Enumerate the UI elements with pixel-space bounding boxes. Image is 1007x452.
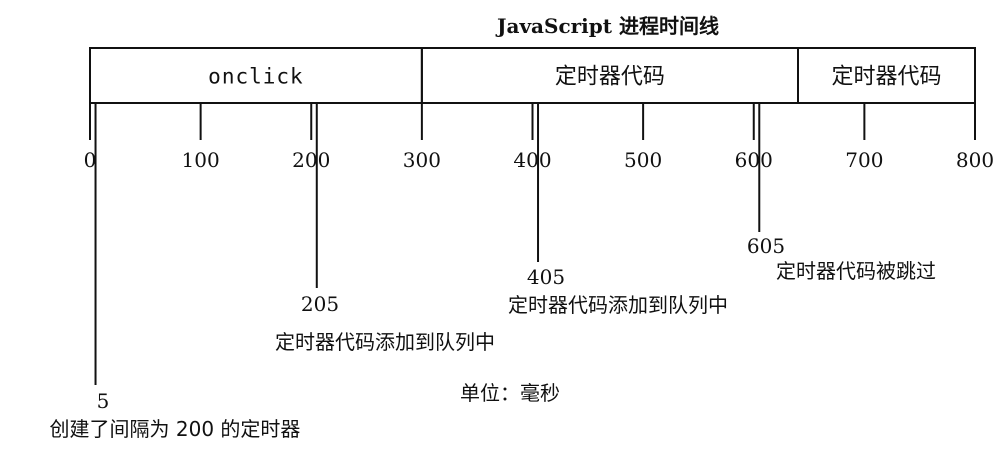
timeline-events: 5 创建了间隔为 200 的定时器 205 定时器代码添加到队列中 405 定时器代码添加…	[50, 103, 936, 441]
axis-tick-label-400: 400	[513, 148, 551, 172]
event-time-label-605: 605	[747, 234, 785, 258]
axis-tick-label-500: 500	[624, 148, 662, 172]
event-description-405: 定时器代码添加到队列中	[508, 293, 728, 317]
timeline-segment-label-2: 定时器代码	[555, 65, 665, 90]
diagram-title: JavaScript 进程时间线	[495, 14, 719, 38]
axis-tick-label-600: 600	[735, 148, 773, 172]
unit-label: 单位：毫秒	[460, 381, 560, 405]
timeline-segment-3	[797, 47, 976, 104]
axis-tick-label-300: 300	[403, 148, 441, 172]
event-description-205: 定时器代码添加到队列中	[275, 330, 495, 354]
event-time-label-5: 5	[97, 389, 110, 413]
axis-tick-label-200: 200	[292, 148, 330, 172]
event-time-label-405: 405	[527, 265, 565, 289]
process-timeline-bar: onclick 定时器代码 定时器代码	[89, 47, 976, 104]
axis-tick-label-100: 100	[182, 148, 220, 172]
axis-tick-label-800: 800	[956, 148, 994, 172]
timeline-segment-label-1: onclick	[208, 65, 304, 89]
event-description-5: 创建了间隔为 200 的定时器	[50, 417, 301, 441]
timeline-segment-label-3: 定时器代码	[831, 65, 941, 90]
axis-ticks: 0 100 200 300 400 500 600 700 800	[84, 103, 994, 172]
event-description-605: 定时器代码被跳过	[776, 259, 936, 283]
axis-tick-label-700: 700	[845, 148, 883, 172]
axis-tick-label-0: 0	[84, 148, 97, 172]
event-time-label-205: 205	[301, 292, 339, 316]
